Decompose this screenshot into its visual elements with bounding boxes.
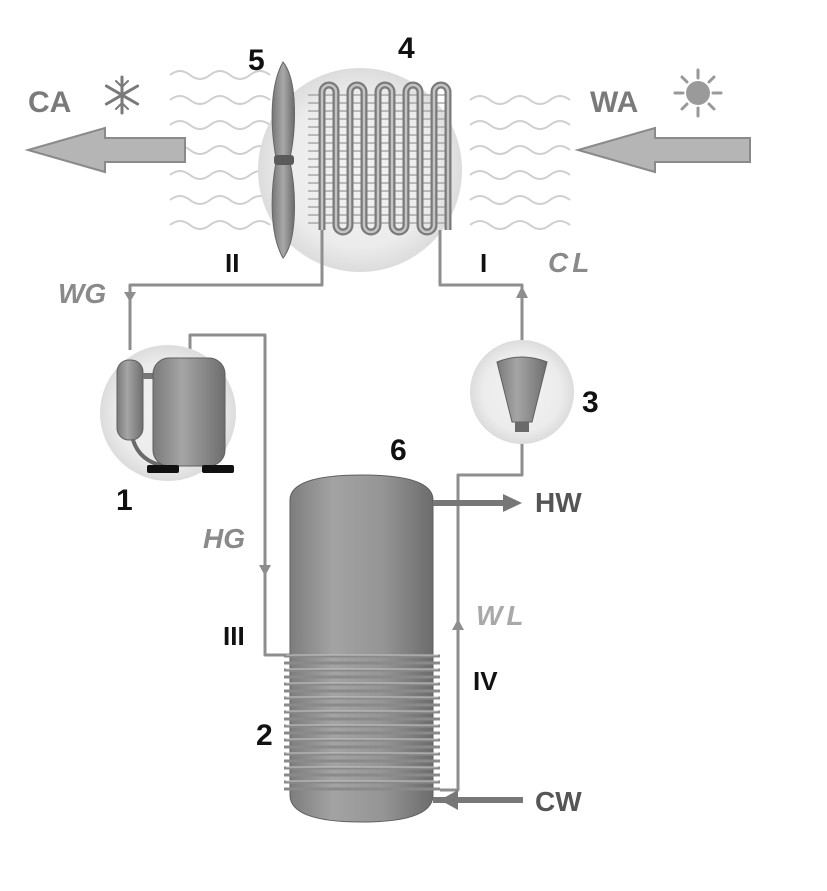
label-hot-water: HW [535,487,582,518]
label-component-2: 2 [256,719,273,752]
cold-air-arrow [24,126,186,174]
air-waves-right [469,95,571,230]
label-cold-water: CW [535,786,582,817]
cold-water-inlet [433,790,523,810]
label-component-4: 4 [398,32,415,65]
coil-highlights [286,654,438,782]
compressor [116,357,234,473]
label-component-5: 5 [248,44,265,77]
flow-arrows [124,286,528,630]
condenser-coil [284,654,440,791]
fan-icon [271,61,295,259]
warm-air-arrow [574,126,751,174]
refrigerant-pipes [128,230,524,792]
air-waves-left [169,70,271,230]
hot-water-outlet [433,494,522,512]
water-tank [289,474,434,823]
label-warm-liquid: WL [476,600,528,631]
label-cold-liquid: CL [548,247,593,278]
label-warm-air: WA [590,86,638,119]
sun-icon [673,68,723,118]
label-stage-III: III [223,621,245,651]
expansion-valve [496,356,548,432]
label-stage-I: I [480,248,487,278]
label-stage-II: II [225,248,239,278]
label-component-1: 1 [116,484,133,517]
label-stage-IV: IV [473,666,498,696]
label-component-6: 6 [390,434,407,467]
snowflake-icon [104,75,140,115]
label-cold-air: CA [28,86,71,119]
label-warm-gas: WG [58,278,106,309]
label-component-3: 3 [582,386,599,419]
label-hot-gas: HG [203,523,245,554]
